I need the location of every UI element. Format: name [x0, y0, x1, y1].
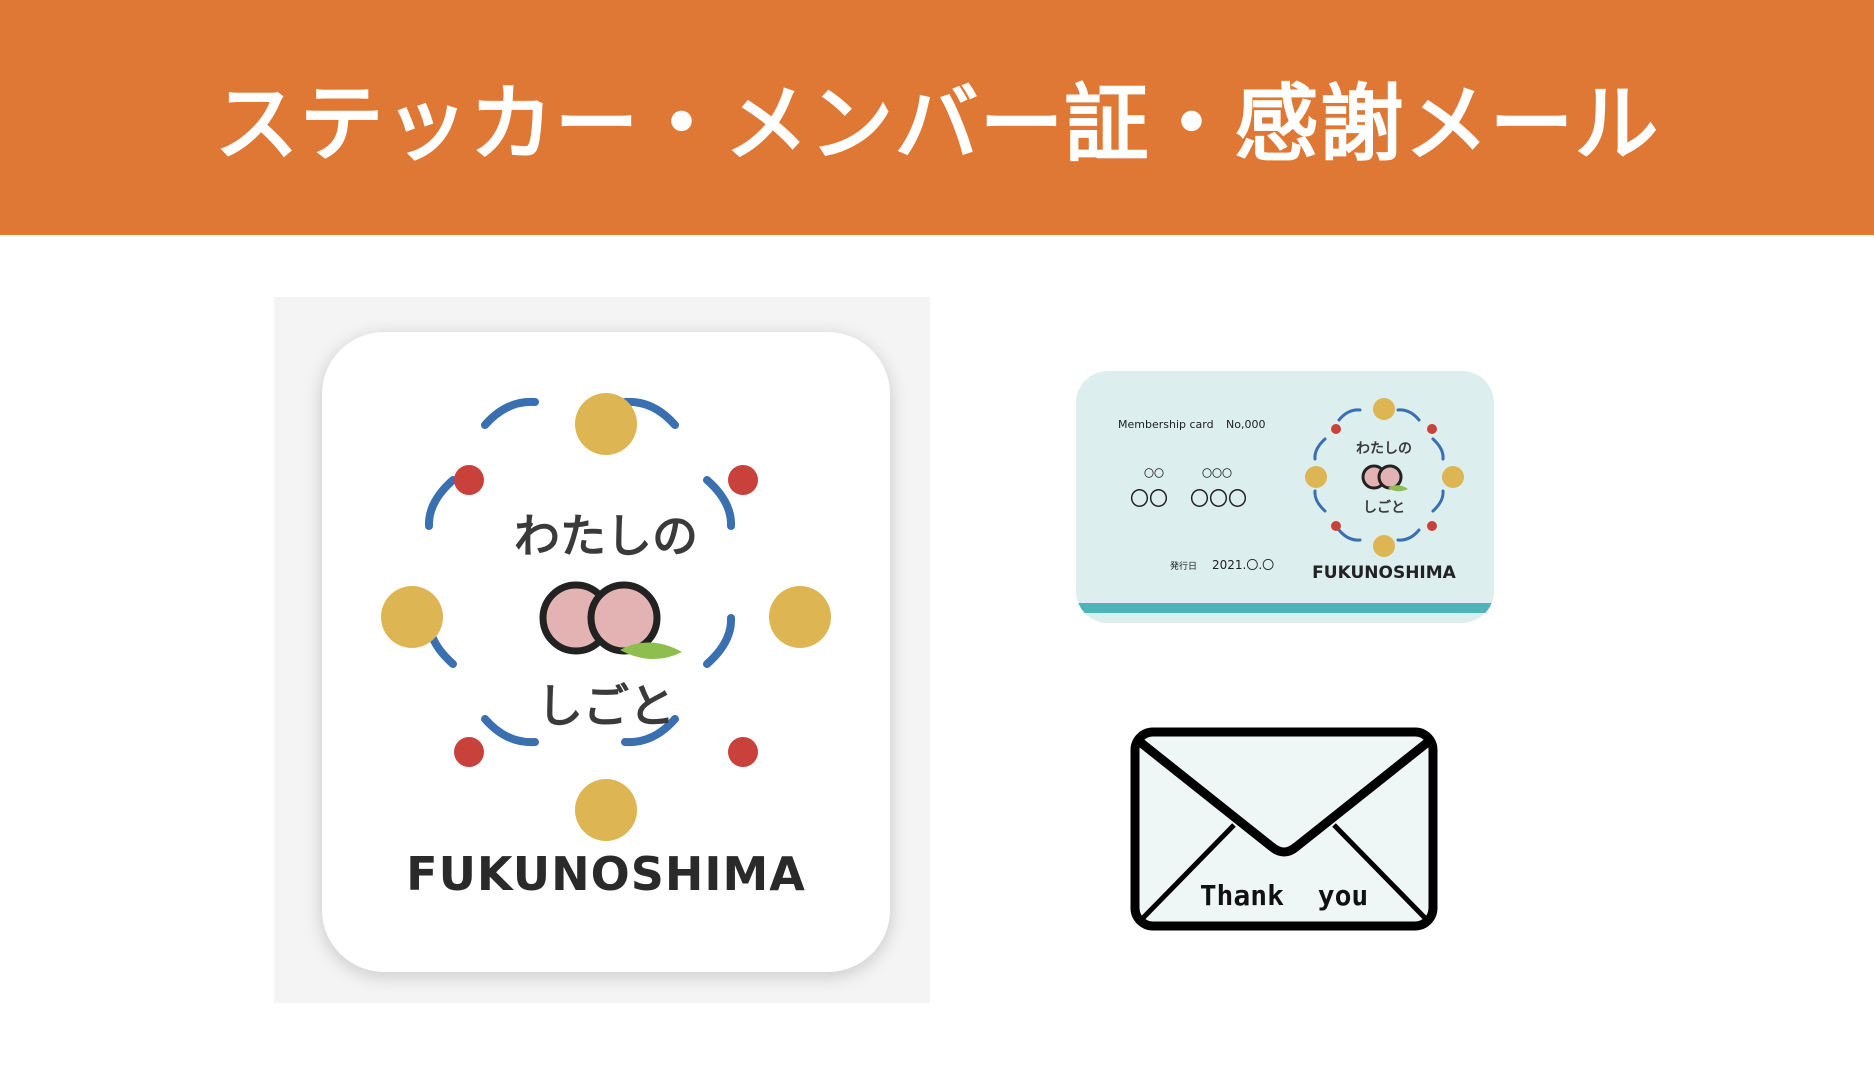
card-logo-text-watashino: わたしの [1356, 441, 1412, 457]
sticker-text-shigoto: しごと [537, 679, 675, 733]
page-title: ステッカー・メンバー証・感謝メール [214, 75, 1660, 173]
thank-you-envelope: Thank you [1130, 727, 1438, 931]
sticker-logo: わたしの しごと FUKUNOSHIMA [322, 332, 890, 972]
card-logo-text-shigoto: しごと [1363, 500, 1405, 516]
card-field1-small: 〇〇 [1144, 469, 1164, 480]
card-number: No,000 [1226, 418, 1266, 431]
sticker-text-watashino: わたしの [514, 509, 698, 563]
membership-card: Membership card No,000 〇〇 〇〇〇 〇〇 〇〇〇 発行日… [1076, 371, 1494, 623]
card-field2-small: 〇〇〇 [1202, 469, 1232, 480]
card-field2: 〇〇〇 [1190, 488, 1248, 510]
sticker-brand-name: FUKUNOSHIMA [406, 847, 806, 901]
envelope-label: Thank you [1199, 879, 1369, 912]
header-banner [0, 0, 1874, 235]
card-title: Membership card [1118, 418, 1214, 431]
card-brand-name: FUKUNOSHIMA [1312, 563, 1456, 583]
card-issued-date: 2021.〇.〇 [1212, 558, 1275, 572]
card-issued-label: 発行日 [1170, 562, 1198, 572]
card-field1: 〇〇 [1130, 488, 1169, 510]
card-logo-ring-icon [1305, 398, 1464, 557]
card-stripe [1076, 603, 1494, 613]
flower-ring-icon [381, 393, 831, 841]
peach-icon [539, 581, 682, 660]
envelope-icon [1130, 727, 1438, 931]
